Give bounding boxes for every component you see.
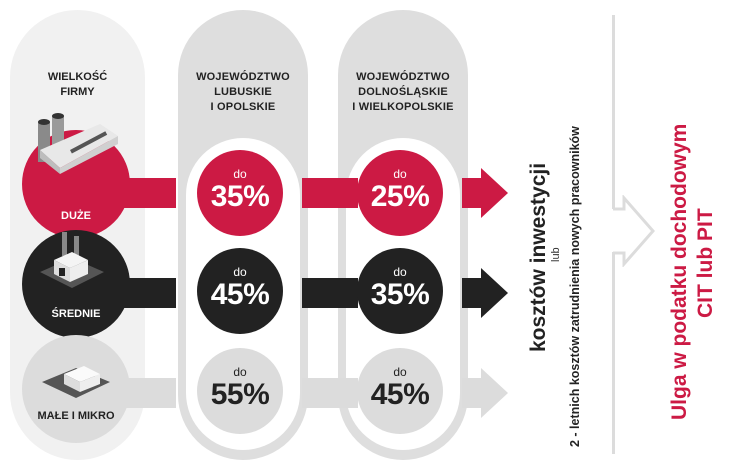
header-line: I OPOLSKIE — [210, 101, 276, 113]
rate-prefix: do — [393, 167, 407, 181]
bracket-bottom — [612, 252, 615, 454]
rate-value: 45% — [370, 378, 430, 411]
header-line: LUBUSKIE — [214, 86, 272, 98]
header-line: I WIELKOPOLSKIE — [352, 101, 454, 113]
rate-large-region1: do 35% — [197, 150, 283, 236]
bracket-top — [612, 15, 615, 209]
arrow-right-icon — [481, 168, 508, 218]
rate-prefix: do — [233, 365, 247, 379]
flow-bar-medium-3 — [462, 278, 482, 308]
large-factory-icon — [30, 112, 120, 174]
result-line1: Ulga w podatku dochodowym — [668, 123, 691, 420]
size-label-medium: ŚREDNIE — [51, 308, 101, 320]
company-size-header: WIELKOŚĆ FIRMY — [10, 70, 145, 100]
size-label-large: DUŻE — [61, 210, 91, 222]
rate-prefix: do — [233, 167, 247, 181]
small-building-icon — [40, 360, 112, 400]
rate-small-region2: do 45% — [357, 348, 443, 434]
rate-small-region1: do 55% — [197, 348, 283, 434]
rate-value: 35% — [210, 180, 270, 213]
basis-or: lub — [550, 247, 562, 262]
region-header: WOJEWÓDZTWO DOLNOŚLĄSKIE I WIELKOPOLSKIE — [338, 70, 468, 115]
header-line: WOJEWÓDZTWO — [356, 71, 450, 83]
header-line: WOJEWÓDZTWO — [196, 71, 290, 83]
result-arrow-icon — [613, 195, 655, 267]
flow-bar-medium-2 — [302, 278, 358, 308]
basis-alt: 2 - letnich kosztów zatrudnienia nowych … — [568, 126, 582, 447]
rate-prefix: do — [233, 265, 247, 279]
arrow-right-icon — [481, 368, 508, 418]
flow-bar-large-3 — [462, 178, 482, 208]
flow-bar-small-3 — [462, 378, 482, 408]
rate-prefix: do — [393, 265, 407, 279]
region-header: WOJEWÓDZTWO LUBUSKIE I OPOLSKIE — [178, 70, 308, 115]
flow-bar-large-2 — [302, 178, 358, 208]
medium-factory-icon — [38, 232, 108, 292]
rate-value: 25% — [370, 180, 430, 213]
result-line2: CIT lub PIT — [694, 208, 717, 318]
header-line: FIRMY — [60, 86, 95, 98]
flow-bar-small-2 — [302, 378, 358, 408]
size-label-small: MAŁE I MIKRO — [37, 410, 115, 422]
rate-large-region2: do 25% — [357, 150, 443, 236]
header-line: WIELKOŚĆ — [47, 71, 108, 83]
rate-prefix: do — [393, 365, 407, 379]
arrow-right-icon — [481, 268, 508, 318]
rate-value: 55% — [210, 378, 270, 411]
header-line: DOLNOŚLĄSKIE — [358, 86, 448, 98]
rate-medium-region1: do 45% — [197, 248, 283, 334]
rate-value: 35% — [370, 278, 430, 311]
rate-medium-region2: do 35% — [357, 248, 443, 334]
basis-main: kosztów inwestycji — [527, 162, 550, 352]
rate-value: 45% — [210, 278, 270, 311]
